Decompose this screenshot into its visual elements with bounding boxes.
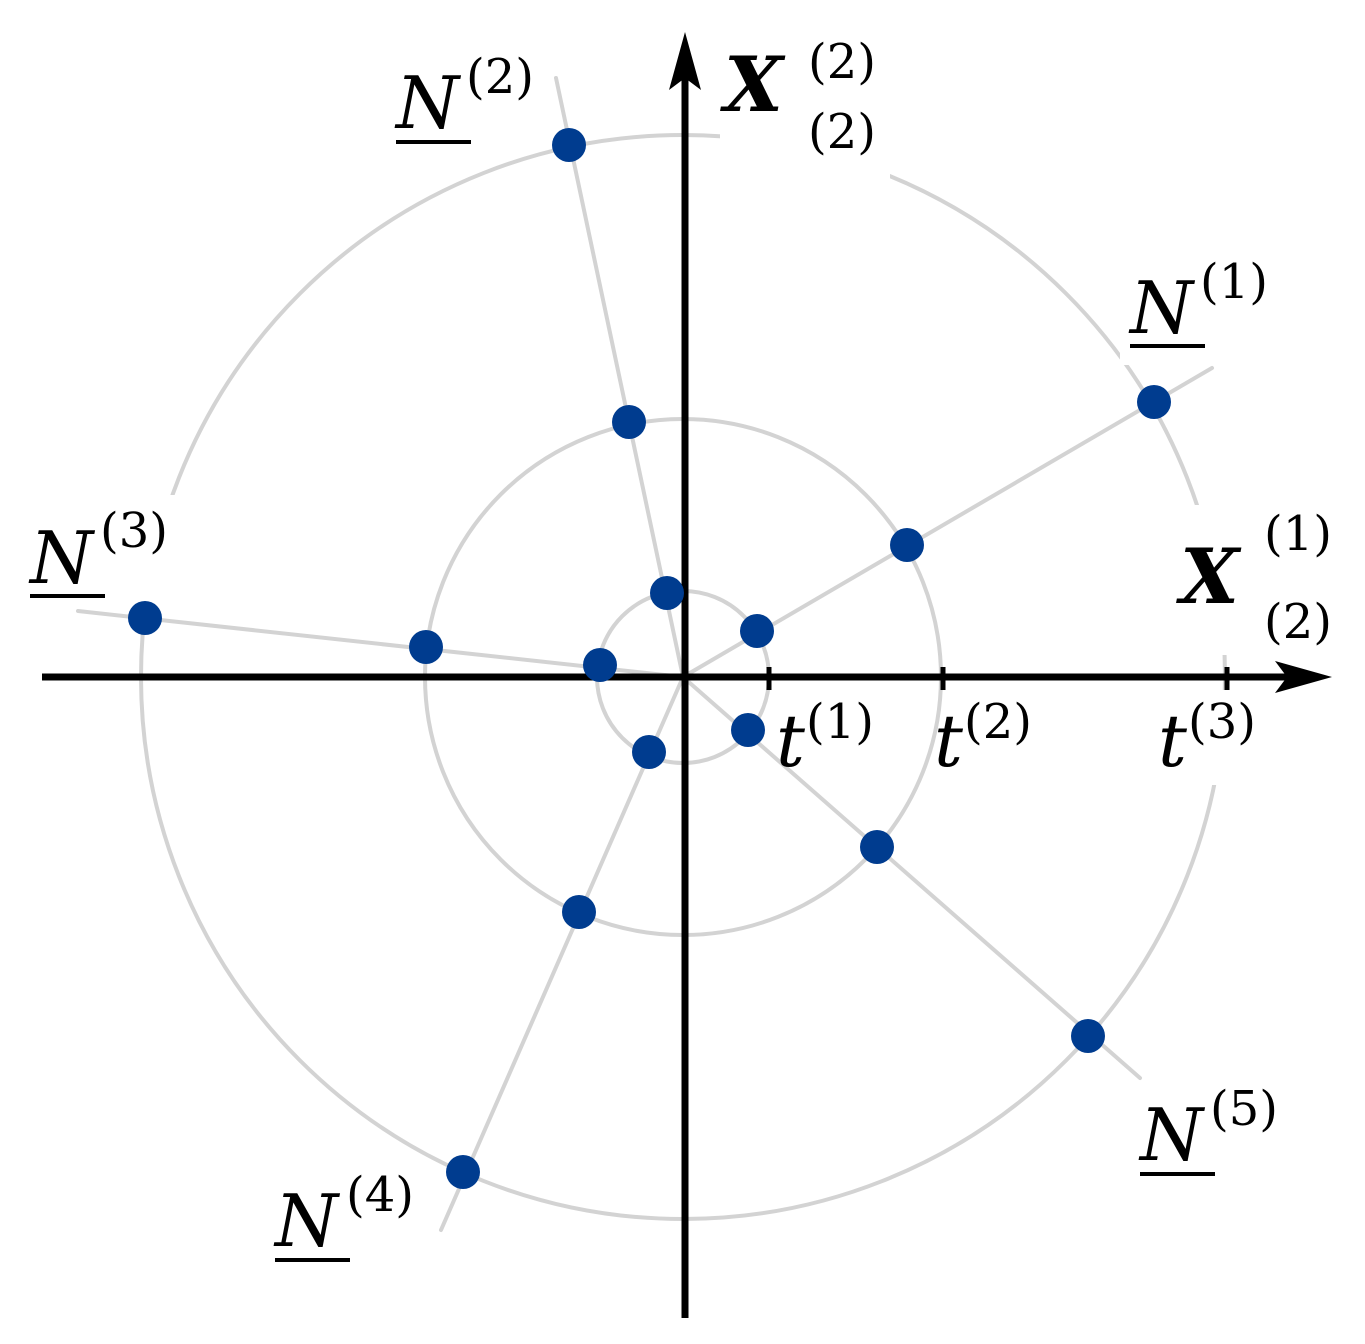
point-n5-t1 [731,713,765,747]
point-n2-t3 [552,128,586,162]
data-points [128,128,1171,1189]
point-n2-t2 [612,405,646,439]
tick-label-t3-superscript: (3) [1188,694,1256,750]
point-n5-t2 [860,830,894,864]
label-masks [10,30,1360,1275]
horizontal-axis-superscript: (1) [1264,506,1332,562]
ray-label-n2-symbol: N [394,61,462,145]
point-n4-t3 [446,1155,480,1189]
horizontal-axis-label: X (1) (2) [1176,506,1332,650]
point-n1-t2 [890,528,924,562]
ray-label-n1-superscript: (1) [1200,254,1268,310]
tick-marks [766,667,1230,690]
point-n4-t1 [632,735,666,769]
tick-label-t2-superscript: (2) [964,694,1032,750]
tick-label-t2: t (2) [934,694,1032,783]
ray-line-n5 [681,675,1142,1080]
ray-line-n4 [439,675,685,1232]
vertical-axis-superscript: (2) [808,34,876,90]
ray-label-n3: N (3) [28,503,168,600]
tick-label-t1-symbol: t [776,699,806,783]
ray-line-n3 [76,609,685,679]
tick-label-t1-superscript: (1) [806,694,874,750]
ray-label-n2: N (2) [394,49,534,145]
point-n3-t2 [409,630,443,664]
point-n4-t2 [562,895,596,929]
point-n5-t3 [1071,1019,1105,1053]
point-n2-t1 [650,576,684,610]
ray-label-n5-symbol: N [1138,1093,1206,1177]
vertical-axis-arrowhead [669,32,701,90]
ray-label-n3-superscript: (3) [100,503,168,559]
tick-label-t2-symbol: t [934,699,964,783]
ray-label-n4: N (4) [273,1167,414,1263]
vertical-axis-label: X (2) (2) [720,34,876,160]
horizontal-axis-arrowhead [1275,661,1332,693]
point-n3-t3 [128,601,162,635]
horizontal-axis-subscript: (2) [1264,594,1332,650]
ray-label-n5: N (5) [1138,1081,1278,1177]
axes [42,70,1300,1318]
ray-label-n3-symbol: N [28,516,96,600]
horizontal-axis-symbol: X [1176,532,1242,621]
ray-label-n4-superscript: (4) [346,1167,414,1223]
tick-label-t3: t (3) [1158,694,1256,783]
point-n1-t3 [1137,385,1171,419]
tick-label-t1: t (1) [776,694,874,783]
tick-label-t3-symbol: t [1158,699,1188,783]
vertical-axis-symbol: X [720,40,786,129]
ray-label-n2-superscript: (2) [466,49,534,105]
ray-label-n5-superscript: (5) [1210,1081,1278,1137]
ray-lines [76,76,1214,1232]
ray-label-n4-symbol: N [273,1179,341,1263]
ray-label-n1: N (1) [1128,254,1268,350]
vertical-axis-subscript: (2) [808,104,876,160]
ray-label-n1-symbol: N [1128,266,1196,350]
point-n1-t1 [740,614,774,648]
point-n3-t1 [583,648,617,682]
